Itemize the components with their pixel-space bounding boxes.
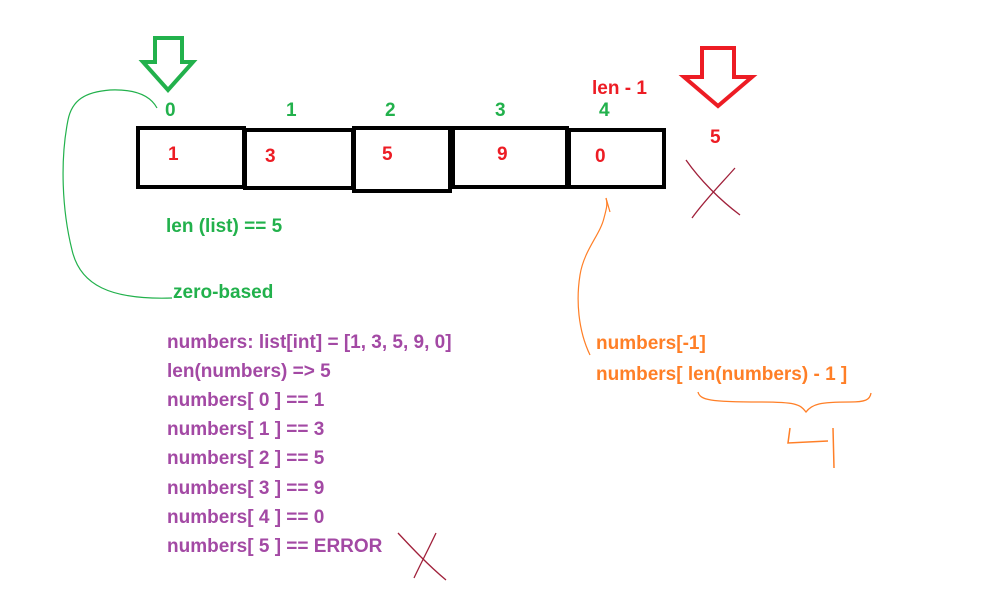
index-label: 2 bbox=[385, 100, 396, 121]
length-note: len (list) == 5 bbox=[166, 216, 283, 237]
code-line: numbers[ 2 ] == 5 bbox=[167, 448, 325, 469]
array-cell: 3 bbox=[243, 128, 355, 190]
down-arrow-icon bbox=[138, 36, 198, 94]
brace bbox=[697, 391, 872, 414]
negative-index-line: numbers[ len(numbers) - 1 ] bbox=[596, 364, 848, 385]
down-arrow-icon bbox=[678, 46, 758, 109]
array-cell: 0 bbox=[567, 128, 666, 189]
cell-value: 9 bbox=[497, 144, 508, 165]
last-index-label: len - 1 bbox=[592, 78, 647, 99]
array-cell: 9 bbox=[451, 126, 569, 189]
index-label: 4 bbox=[599, 100, 610, 121]
code-line: numbers[ 4 ] == 0 bbox=[167, 507, 325, 528]
handwritten-four bbox=[787, 427, 835, 469]
negative-index-line: numbers[-1] bbox=[596, 333, 706, 354]
zero-based-connector bbox=[62, 89, 173, 299]
index-label: 0 bbox=[165, 100, 176, 121]
index-label: 3 bbox=[495, 100, 506, 121]
code-line: numbers[ 3 ] == 9 bbox=[167, 478, 325, 499]
out-of-range-index: 5 bbox=[710, 127, 721, 148]
cell-value: 0 bbox=[595, 146, 606, 167]
index-label: 1 bbox=[286, 100, 297, 121]
cross-icon bbox=[685, 159, 741, 219]
code-line: len(numbers) => 5 bbox=[167, 361, 331, 382]
cell-value: 1 bbox=[168, 144, 179, 165]
code-line: numbers: list[int] = [1, 3, 5, 9, 0] bbox=[167, 332, 452, 353]
code-line: numbers[ 0 ] == 1 bbox=[167, 390, 325, 411]
cell-value: 5 bbox=[382, 144, 393, 165]
code-line: numbers[ 5 ] == ERROR bbox=[167, 536, 383, 557]
cross-icon bbox=[397, 532, 447, 581]
negative-index-connector bbox=[577, 197, 608, 356]
array-cell: 1 bbox=[136, 126, 246, 189]
cell-value: 3 bbox=[265, 146, 276, 167]
code-line: numbers[ 1 ] == 3 bbox=[167, 419, 325, 440]
array-cell: 5 bbox=[352, 126, 452, 193]
zero-based-note: zero-based bbox=[173, 282, 274, 303]
